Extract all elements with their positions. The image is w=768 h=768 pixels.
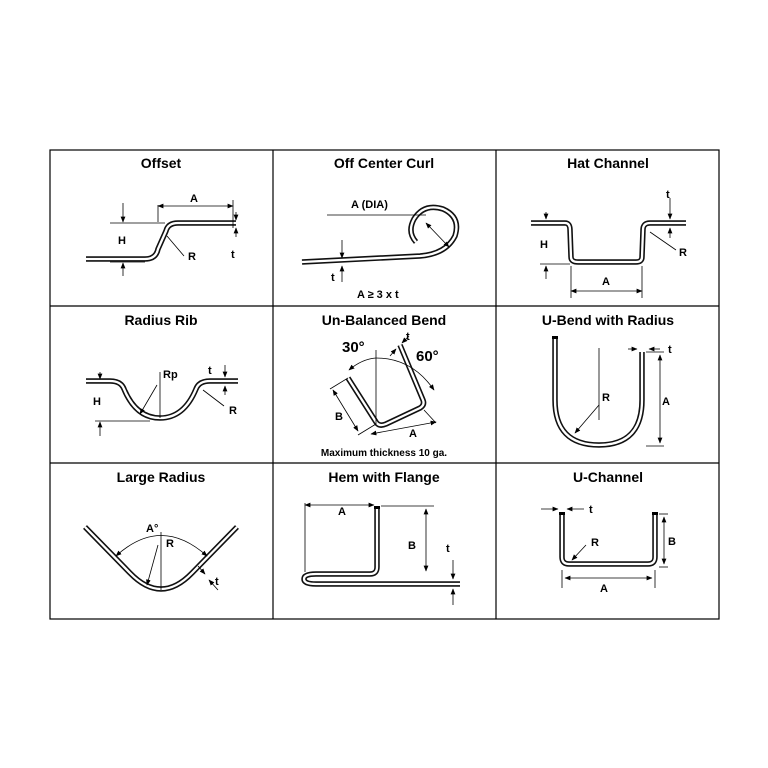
offset-dimensions: [110, 200, 239, 276]
rib-dimensions: [95, 365, 228, 436]
u-channel-profile: [559, 512, 658, 567]
label-t: t: [589, 504, 593, 516]
hat-dimensions: [540, 198, 677, 298]
cell-radius-rib: Radius Rib Rp t H R: [86, 312, 238, 436]
label-rp: Rp: [163, 369, 178, 381]
hem-profile: [301, 506, 460, 587]
label-a: A: [409, 428, 417, 440]
cell-u-bend-with-radius: U-Bend with Radius t R A: [542, 312, 674, 448]
label-a: A: [190, 193, 198, 205]
unbalanced-dimensions: [329, 335, 437, 436]
label-t: t: [668, 344, 672, 356]
label-t: t: [406, 331, 410, 343]
label-angle-60: 60°: [416, 348, 439, 365]
u-bend-dimensions: [574, 346, 664, 447]
label-r: R: [591, 537, 599, 549]
label-angle: A°: [146, 523, 158, 535]
cell-title: Hat Channel: [567, 155, 649, 171]
label-b: B: [668, 536, 676, 548]
cell-large-radius: Large Radius A° R t: [83, 469, 239, 592]
cell-title: U-Bend with Radius: [542, 312, 674, 328]
thickness-note: Maximum thickness 10 ga.: [321, 448, 447, 459]
label-r: R: [602, 392, 610, 404]
label-b: B: [335, 411, 343, 423]
label-t: t: [215, 576, 219, 588]
hat-profile: [531, 220, 686, 265]
label-a: A: [338, 506, 346, 518]
label-h: H: [540, 239, 548, 251]
label-a: A (DIA): [351, 199, 388, 211]
cell-title: U-Channel: [573, 469, 643, 485]
u-channel-dimensions: [541, 506, 668, 588]
label-r: R: [679, 247, 687, 259]
cell-off-center-curl: Off Center Curl A (DIA) t A ≥ 3 x t: [301, 155, 460, 301]
label-a: A: [600, 583, 608, 595]
grid-frame: [49, 149, 720, 620]
label-r: R: [166, 538, 174, 550]
cell-title: Large Radius: [117, 469, 206, 485]
cell-hat-channel: Hat Channel t H R A: [531, 155, 687, 298]
label-a: A: [602, 276, 610, 288]
cell-title: Off Center Curl: [334, 155, 434, 171]
cell-title: Radius Rib: [124, 312, 197, 328]
cell-hem-with-flange: Hem with Flange A B t: [301, 469, 460, 605]
unbalanced-profile: [345, 343, 427, 428]
label-t: t: [666, 189, 670, 201]
u-bend-profile: [552, 336, 645, 448]
cell-title: Offset: [141, 155, 182, 171]
cell-un-balanced-bend: Un-Balanced Bend 30° 60° t B A Maximum t…: [321, 312, 447, 459]
label-b: B: [408, 540, 416, 552]
curl-dimensions: [327, 214, 450, 282]
cell-title: Hem with Flange: [328, 469, 439, 485]
offset-profile: [86, 220, 236, 262]
label-t: t: [446, 543, 450, 555]
cell-title: Un-Balanced Bend: [322, 312, 446, 328]
curl-profile: [301, 204, 460, 265]
label-r: R: [188, 251, 196, 263]
label-formula: A ≥ 3 x t: [357, 289, 399, 301]
hem-dimensions: [304, 502, 456, 605]
cell-u-channel: U-Channel t R B A: [541, 469, 676, 595]
label-t: t: [331, 272, 335, 284]
cell-offset: Offset A H R t: [86, 155, 239, 276]
label-t: t: [231, 249, 235, 261]
label-h: H: [118, 235, 126, 247]
label-h: H: [93, 396, 101, 408]
label-angle-30: 30°: [342, 339, 365, 356]
label-a: A: [662, 396, 670, 408]
label-t: t: [208, 365, 212, 377]
label-r: R: [229, 405, 237, 417]
large-radius-dimensions: [115, 532, 219, 591]
